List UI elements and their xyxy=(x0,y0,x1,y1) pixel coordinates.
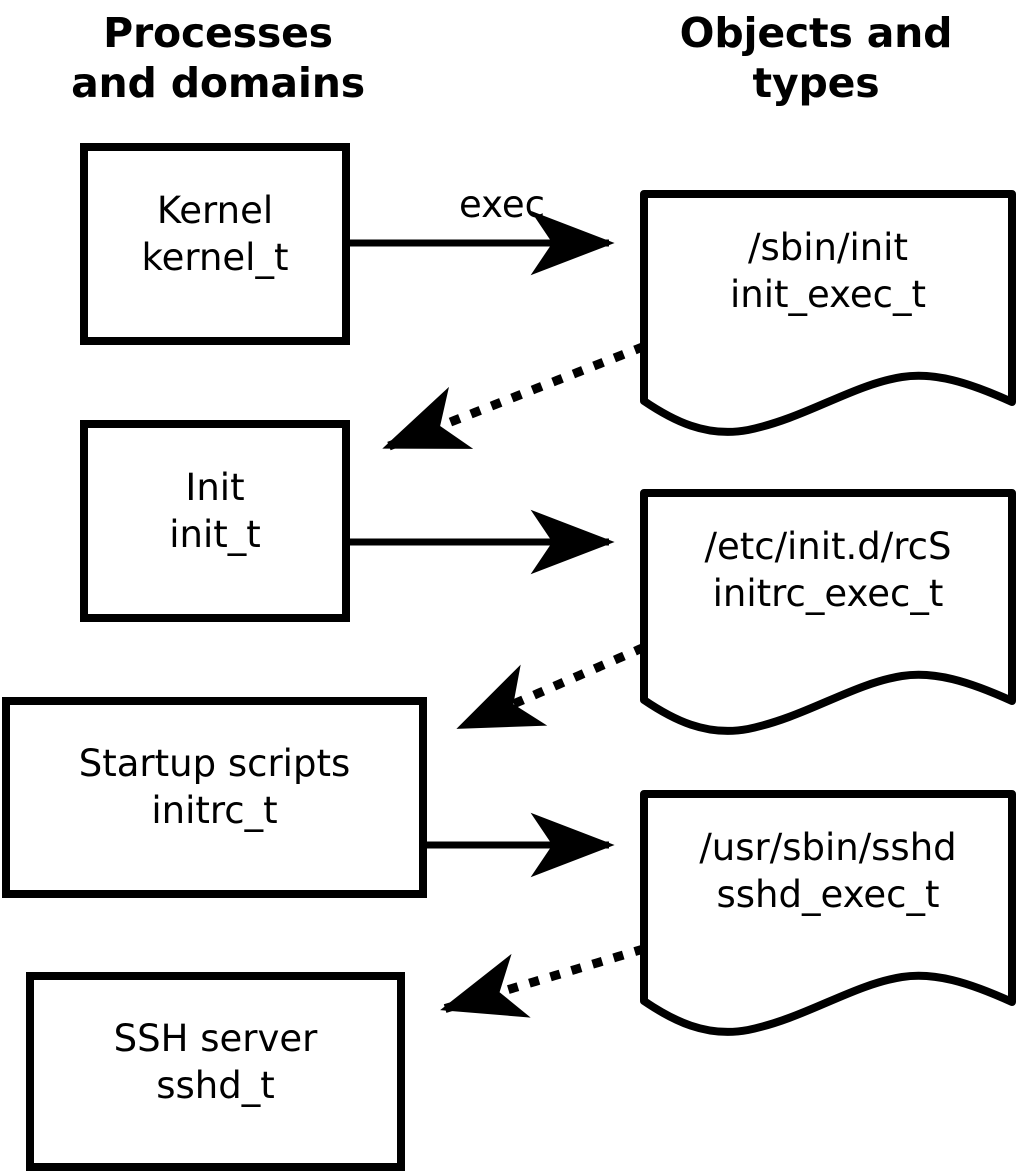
process-node-initrc[interactable] xyxy=(2,697,427,898)
object-node-initrc-exec[interactable] xyxy=(640,489,1016,735)
column-heading-objects: Objects and types xyxy=(679,9,953,108)
process-node-kernel[interactable] xyxy=(80,143,350,345)
usr-sbin-sshd-document[interactable] xyxy=(640,790,1016,1036)
startup-scripts-node-label: Startup scripts initrc_t xyxy=(78,742,351,832)
init-box[interactable] xyxy=(80,420,350,622)
sbin-init-node-label: /sbin/init init_exec_t xyxy=(729,226,926,316)
sbin-init-document[interactable] xyxy=(640,190,1016,436)
kernel-box[interactable] xyxy=(80,143,350,345)
etc-initd-rcs-document[interactable] xyxy=(640,489,1016,735)
kernel-node-label: Kernel kernel_t xyxy=(141,189,289,279)
ssh-server-node-label: SSH server sshd_t xyxy=(113,1017,318,1107)
edge-init-exec-to-init xyxy=(382,342,646,452)
edge-label-exec: exec xyxy=(459,183,545,226)
etc-initd-rcs-node-label: /etc/init.d/rcS initrc_exec_t xyxy=(704,525,952,615)
edge-sshd-exec-to-sshd xyxy=(440,944,646,1018)
startup-scripts-box[interactable] xyxy=(2,697,427,898)
usr-sbin-sshd-node-label: /usr/sbin/sshd sshd_exec_t xyxy=(699,826,957,916)
edge-initrc-exec-to-initrc xyxy=(456,643,646,732)
ssh-server-box[interactable] xyxy=(26,972,405,1171)
process-node-init[interactable] xyxy=(80,420,350,622)
column-heading-processes: Processes and domains xyxy=(71,9,365,108)
object-node-init-exec[interactable] xyxy=(640,190,1016,436)
init-node-label: Init init_t xyxy=(169,466,261,556)
process-node-sshd[interactable] xyxy=(26,972,405,1171)
object-node-sshd-exec[interactable] xyxy=(640,790,1016,1036)
